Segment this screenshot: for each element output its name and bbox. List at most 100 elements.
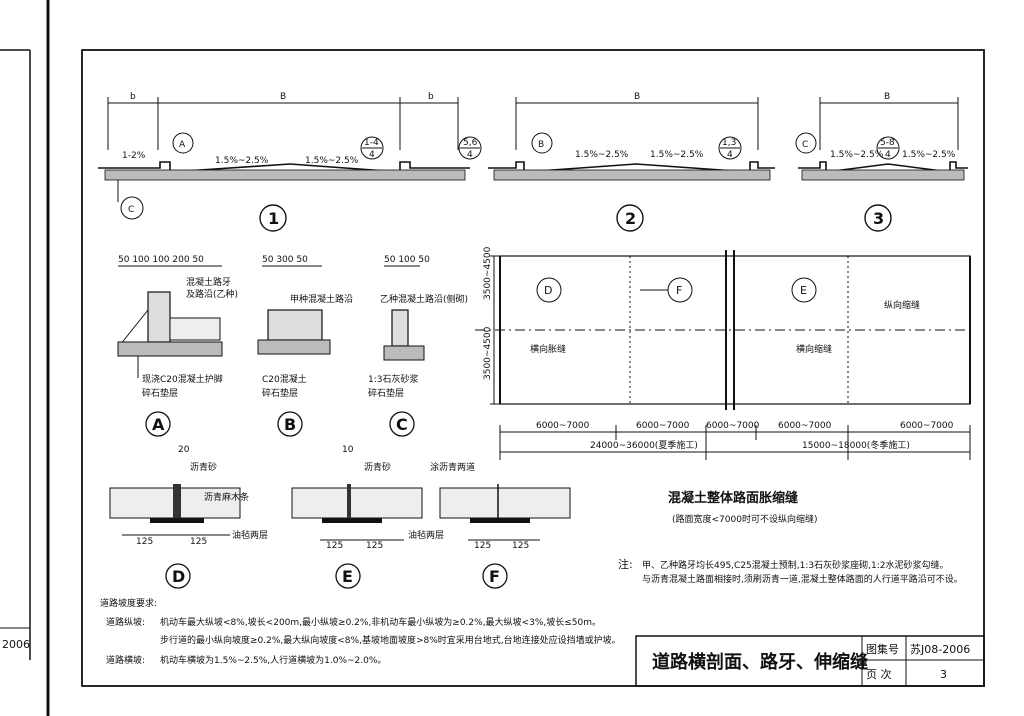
slope-long-text: 机动车最大纵坡<8%,坡长<200m,最小纵坡≥0.2%,非机动车最小纵坡为≥0…: [160, 616, 601, 628]
callout-C-3: C: [802, 140, 808, 150]
dim-B: B: [280, 92, 286, 102]
ref-1-3: 1,3: [722, 138, 736, 148]
plan-dim-bottom: 3500~4500: [483, 326, 493, 380]
notes: 注: 甲、乙种路牙均长495,C25混凝土预制,1:3石灰砂浆座砌,1:2水泥砂…: [618, 557, 963, 585]
detail-A-letter: A: [152, 415, 165, 434]
joint-D-letter: D: [172, 567, 185, 586]
plan-title: 混凝土整体路面胀缩缝: [668, 490, 798, 506]
detail-A-label-top2: 及路沿(乙种): [186, 288, 238, 300]
detail-B: 50 300 50 甲种混凝土路沿 C20混凝土 碎石垫层 B: [257, 255, 353, 437]
joint-D-dim-top: 20: [178, 445, 190, 455]
joint-D-dim1: 125: [136, 537, 153, 547]
notes-line-2: 与沥青混凝土路面相接时,须刷沥青一道,混凝土整体路面的人行道平路沿可不设。: [642, 573, 963, 585]
detail-B-letter: B: [284, 415, 296, 434]
atlas-number: 苏J08-2006: [910, 643, 970, 656]
slope-left-2: 1.5%~2.5%: [575, 150, 629, 160]
callout-A: A: [179, 140, 186, 150]
slope-left-3: 1.5%~2.5%: [830, 150, 884, 160]
callout-C-1: C: [128, 205, 134, 215]
ref-5-6-den: 4: [467, 150, 473, 160]
slope-right-2: 1.5%~2.5%: [650, 150, 704, 160]
slope-right-3: 1.5%~2.5%: [902, 150, 956, 160]
ref-5-8-den: 4: [885, 150, 891, 160]
cross-section-2: B B 1.5%~2.5% 1.5%~2.5% 1,3 4 2: [488, 92, 775, 232]
plan-dim-b: 6000~7000: [636, 421, 690, 431]
joint-D-top-label: 沥青砂: [190, 461, 217, 473]
cross-section-1: b B b 1-2% 1.5%~2.5% 1.5%~2.5% A 1-4 4 5…: [98, 92, 482, 232]
detail-B-dims: 50 300 50: [262, 255, 308, 265]
joint-F-bottom-label: 油毡两层: [408, 529, 444, 541]
plan-label-expansion: 横向胀缝: [530, 343, 566, 355]
section-number-1: 1: [268, 209, 279, 228]
callout-B: B: [538, 140, 544, 150]
ref-1-4-den: 4: [369, 150, 375, 160]
plan-dim-c: 6000~7000: [706, 421, 760, 431]
title-block: 道路横剖面、路牙、伸缩缝 图集号 苏J08-2006 页 次 3: [635, 635, 985, 687]
plan-callout-F: F: [676, 284, 682, 297]
ref-5-8: 5-8: [880, 138, 895, 148]
slope-cross-text: 机动车横坡为1.5%~2.5%,人行道横坡为1.0%~2.0%。: [160, 654, 386, 666]
joint-D-dim2: 125: [190, 537, 207, 547]
plan-label-longitudinal: 纵向缩缝: [884, 299, 920, 311]
plan-total-winter: 15000~18000(冬季施工): [802, 439, 910, 451]
ref-1-4: 1-4: [364, 138, 379, 148]
plan-label-contraction: 横向缩缝: [796, 343, 832, 355]
detail-A-label-b1: 现浇C20混凝土护脚: [142, 373, 223, 385]
plan-callout-D: D: [544, 284, 552, 297]
joint-F-dim1: 125: [474, 541, 491, 551]
detail-C-label-b2: 碎石垫层: [368, 387, 404, 399]
slope-requirements: 道路坡度要求: 道路纵坡: 机动车最大纵坡<8%,坡长<200m,最小纵坡≥0.…: [100, 597, 621, 666]
joint-F-dim2: 125: [512, 541, 529, 551]
dim-B-2: B: [634, 92, 640, 102]
detail-C: 50 100 50 乙种混凝土路沿(侧砌) 1:3石灰砂浆 碎石垫层 C: [368, 255, 468, 437]
detail-C-label-b1: 1:3石灰砂浆: [368, 373, 419, 385]
joint-E-top-label: 沥青砂: [364, 461, 391, 473]
dim-b-left: b: [130, 92, 136, 102]
slope-long-text-2: 步行道的最小纵向坡度≥0.2%,最大纵向坡度<8%,基坡地面坡度>8%时宜采用台…: [160, 634, 621, 646]
plan-dim-e: 6000~7000: [900, 421, 954, 431]
slope-long-label: 道路纵坡:: [106, 616, 145, 628]
slope-heading: 道路坡度要求:: [100, 597, 157, 609]
slope-cross-label: 道路横坡:: [106, 654, 145, 666]
joint-E-letter: E: [342, 567, 353, 586]
detail-B-label-top: 甲种混凝土路沿: [290, 293, 353, 305]
joint-D: 20 沥青砂 沥青麻木条 125 125 油毡两层 D: [109, 445, 268, 589]
joint-F-letter: F: [489, 567, 500, 586]
detail-A-dims: 50 100 100 200 50: [118, 255, 204, 265]
page-number: 3: [940, 668, 947, 681]
section-number-3: 3: [873, 209, 884, 228]
atlas-label: 图集号: [866, 642, 899, 656]
side-stamp: 2006: [2, 638, 30, 651]
adjacent-page-fragment: 2006: [0, 0, 50, 716]
detail-C-letter: C: [396, 415, 408, 434]
drawing-title: 道路横剖面、路牙、伸缩缝: [652, 651, 868, 673]
joint-D-bottom-label: 油毡两层: [232, 529, 268, 541]
detail-A-label-top: 混凝土路牙: [186, 276, 231, 288]
joint-D-mid-label: 沥青麻木条: [204, 491, 249, 503]
joint-E-dim1: 125: [326, 541, 343, 551]
ref-5-6: 5,6: [463, 138, 478, 148]
dim-B-3: B: [884, 92, 890, 102]
joint-E-dim-top: 10: [342, 445, 354, 455]
detail-C-dims: 50 100 50: [384, 255, 430, 265]
slope-right-1: 1.5%~2.5%: [305, 156, 359, 166]
detail-B-label-b2: 碎石垫层: [262, 387, 298, 399]
joint-F-top-label: 涂沥青两道: [430, 461, 475, 473]
detail-B-label-b1: C20混凝土: [262, 373, 307, 385]
plan-total-summer: 24000~36000(夏季施工): [590, 439, 698, 451]
plan-dim-a: 6000~7000: [536, 421, 590, 431]
plan-dim-d: 6000~7000: [778, 421, 832, 431]
plan-dim-top: 3500~4500: [483, 246, 493, 300]
detail-A: 50 100 100 200 50 混凝土路牙 及路沿(乙种) 现浇C20混凝土…: [117, 255, 238, 437]
section-number-2: 2: [625, 209, 636, 228]
joint-E-dim2: 125: [366, 541, 383, 551]
ref-1-3-den: 4: [727, 150, 733, 160]
cross-section-3: B C 1.5%~2.5% 5-8 4 1.5%~2.5% 3: [795, 92, 968, 232]
notes-line-1: 甲、乙种路牙均长495,C25混凝土预制,1:3石灰砂浆座砌,1:2水泥砂浆勾缝…: [642, 559, 948, 571]
plan-subtitle: (路面宽度<7000时可不设纵向缩缝): [672, 513, 817, 525]
slope-left-1: 1-2%: [122, 151, 146, 161]
plan-callout-E: E: [800, 284, 807, 297]
slope-mid-1: 1.5%~2.5%: [215, 156, 269, 166]
detail-A-label-b2: 碎石垫层: [142, 387, 178, 399]
